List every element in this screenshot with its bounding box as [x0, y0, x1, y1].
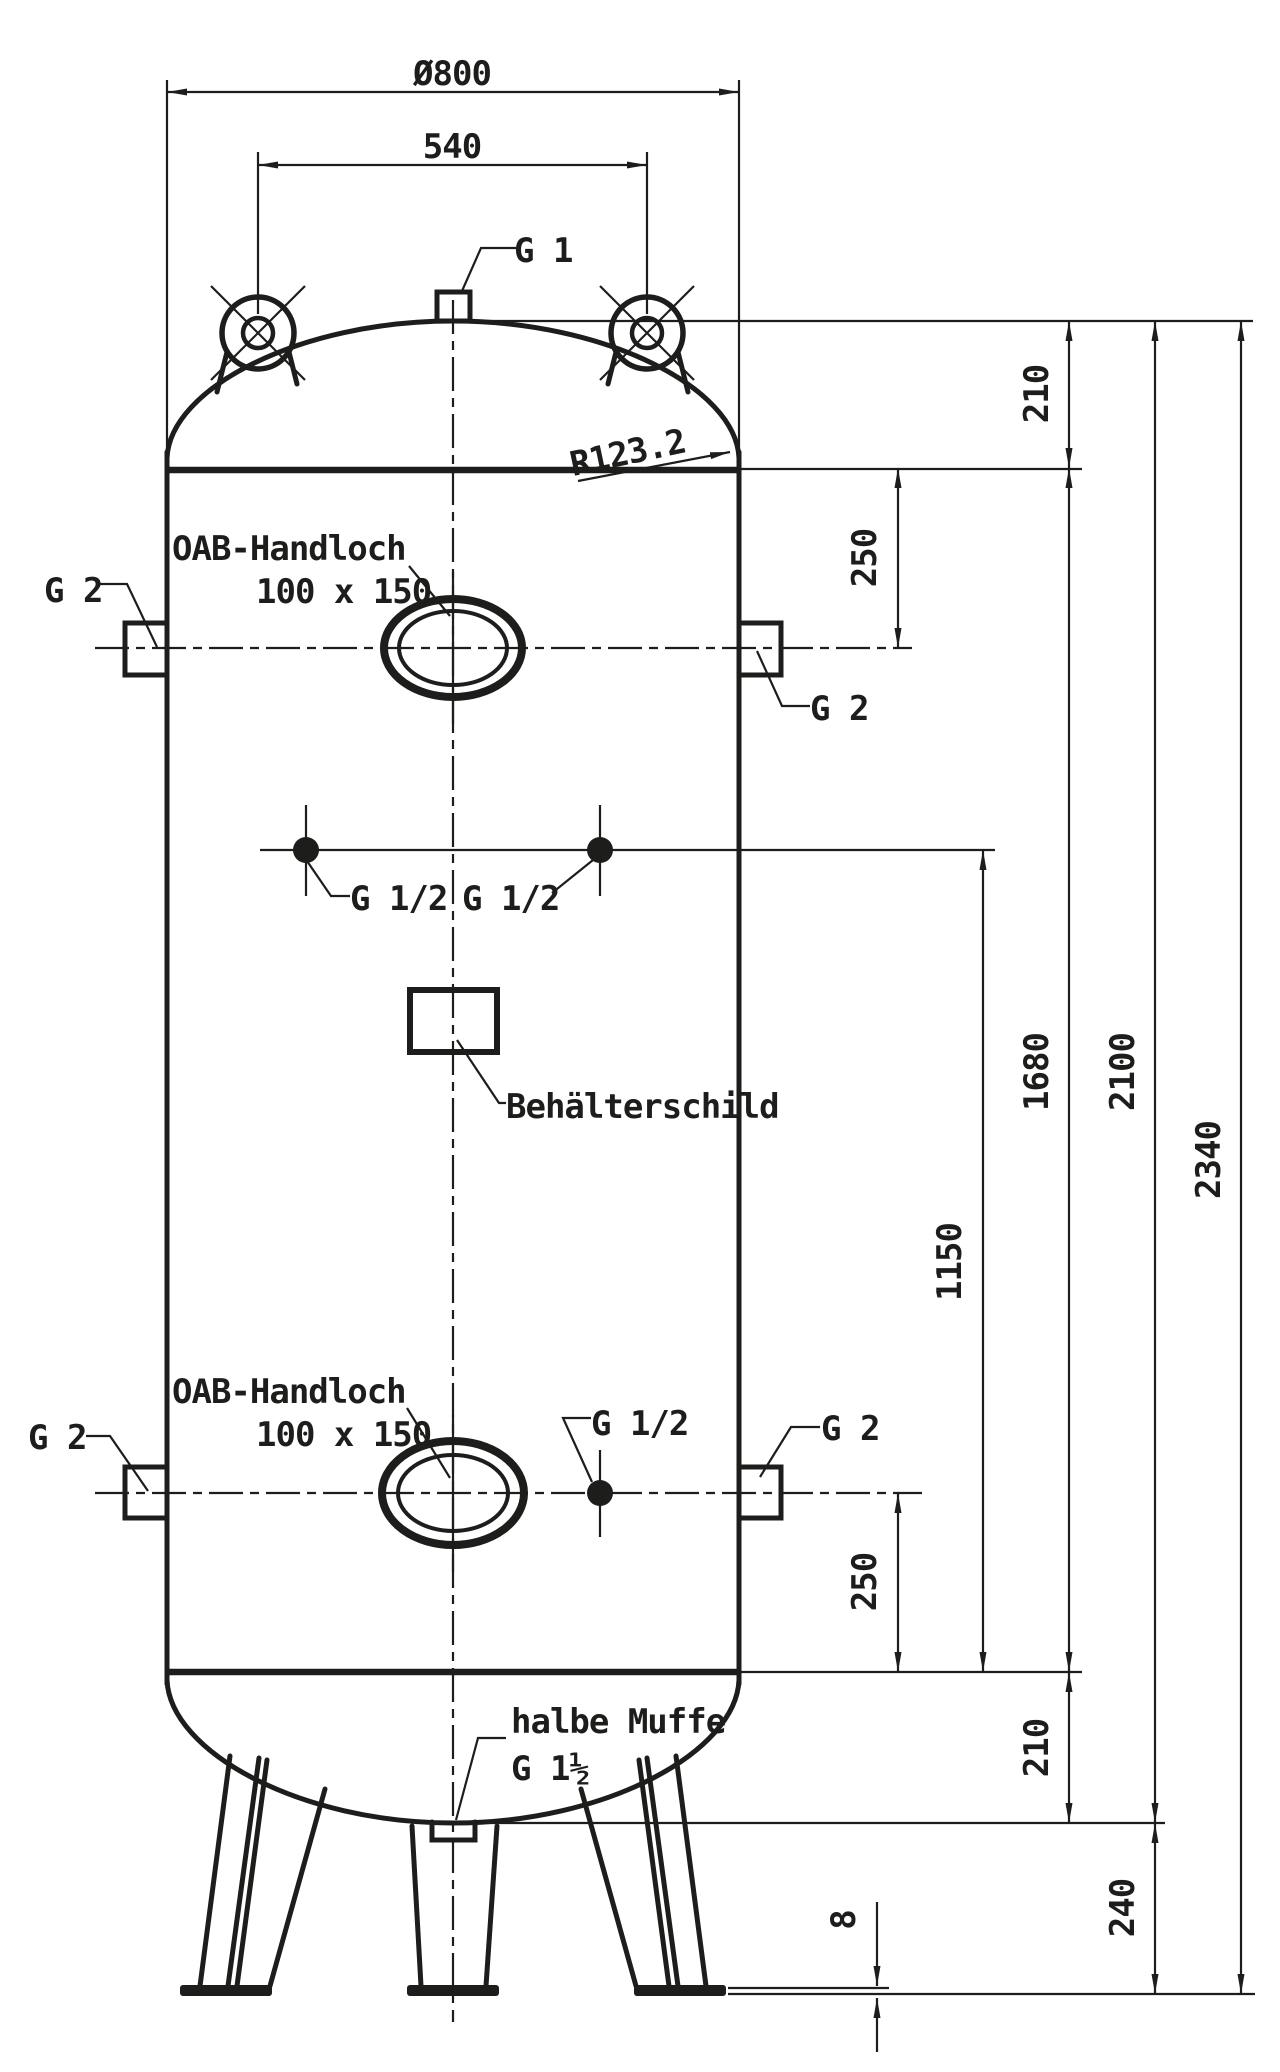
leg-edge — [483, 1823, 500, 1989]
side-nozzle-g2-upper-right — [736, 620, 784, 678]
small-nozzle-g12-upper-right — [587, 805, 613, 896]
dim-text-2100: 2100 — [1103, 1033, 1143, 1111]
leg-left — [180, 1753, 328, 1996]
leader-g12-upper-right — [551, 855, 599, 894]
leader-upper-handhole — [408, 565, 451, 617]
leg-edge — [225, 1755, 262, 1989]
dim-text-head-radius: R123.2 — [566, 422, 689, 485]
dim-text-210-top: 210 — [1017, 365, 1057, 423]
leader-lower-handhole — [406, 1407, 451, 1479]
label-lower-handhole-2: 100 x 150 — [256, 1415, 431, 1455]
leg-edge — [578, 1786, 639, 1989]
lug-cross-diagonal-2 — [599, 285, 695, 381]
dim-text-240: 240 — [1103, 1879, 1143, 1937]
dim-text-1680: 1680 — [1017, 1033, 1057, 1111]
leg-edge — [409, 1823, 424, 1989]
lug-bracket-right — [675, 349, 691, 395]
label-halbe-muffe-1: halbe Muffe — [511, 1702, 726, 1742]
lower-handhole — [378, 1415, 528, 1572]
lug-bracket-left — [214, 349, 230, 395]
dimension-lines — [167, 88, 1245, 2052]
dim-text-diameter: Ø800 — [412, 54, 491, 94]
dim-text-8: 8 — [824, 1910, 864, 1929]
label-lower-handhole-1: OAB-Handloch — [172, 1372, 406, 1412]
leg-edge — [644, 1755, 681, 1989]
dim-text-250-top: 250 — [845, 529, 885, 587]
leg-center — [407, 1823, 500, 1996]
side-nozzle-g2-lower-right — [736, 1464, 784, 1521]
leader-g2-lower-right — [759, 1425, 820, 1478]
label-g2-lower-left: G 2 — [28, 1418, 86, 1458]
leg-edge — [234, 1757, 270, 1989]
leader-g12-upper-left — [306, 860, 350, 898]
lug-hole — [240, 315, 276, 351]
foot-plate — [634, 1985, 726, 1996]
dim-text-1150: 1150 — [930, 1223, 970, 1301]
leg-right — [578, 1753, 726, 1996]
dimension-texts: Ø800 540 210 250 1680 1150 2100 2340 250… — [412, 54, 1229, 1937]
label-g2-upper-left: G 2 — [44, 571, 102, 611]
dim-text-210-bottom: 210 — [1017, 1719, 1057, 1777]
side-nozzle-g2-lower-left — [122, 1464, 170, 1521]
foot-plate — [180, 1985, 272, 1996]
leader-g1 — [460, 246, 516, 292]
label-g1: G 1 — [514, 231, 572, 271]
small-nozzle-g12-upper-left — [293, 805, 319, 896]
label-texts: G 1 OAB-Handloch 100 x 150 G 2 G 2 G 1/2… — [28, 231, 880, 1789]
leader-nameplate — [456, 1039, 506, 1105]
label-g2-upper-right: G 2 — [810, 689, 868, 729]
lug-cross-diagonal-2 — [210, 285, 306, 381]
leg-edge — [267, 1786, 328, 1989]
label-upper-handhole-2: 100 x 150 — [256, 572, 431, 612]
leader-g2-upper-right — [755, 650, 810, 708]
lifting-lug-right — [599, 285, 695, 395]
dim-text-2340: 2340 — [1189, 1121, 1229, 1199]
label-g2-lower-right: G 2 — [821, 1409, 879, 1449]
leg-edge — [636, 1757, 672, 1989]
leg-edge — [673, 1753, 709, 1989]
label-halbe-muffe-2: G 1½ — [511, 1749, 589, 1789]
label-g12-upper-right: G 1/2 — [462, 879, 559, 919]
small-nozzle-g12-lower — [587, 1450, 613, 1537]
leader-lines — [86, 246, 820, 1821]
label-nameplate: Behälterschild — [506, 1087, 779, 1127]
lug-bracket-left — [605, 349, 619, 387]
nameplate-rect — [407, 987, 500, 1055]
label-upper-handhole-1: OAB-Handloch — [172, 529, 406, 569]
lug-hole — [629, 315, 665, 351]
upper-handhole — [380, 572, 526, 724]
foot-plate — [407, 1985, 499, 1996]
bottom-socket-halbe-muffe — [429, 1819, 478, 1843]
extension-lines — [165, 80, 1255, 1996]
leg-edge — [197, 1753, 233, 1989]
radius-leader-line — [577, 450, 731, 483]
label-g12-lower: G 1/2 — [591, 1404, 688, 1444]
leader-g2-lower-left — [86, 1434, 149, 1492]
leader-halbe-muffe — [454, 1736, 506, 1821]
label-g12-upper-left: G 1/2 — [350, 879, 447, 919]
lug-bracket-right — [286, 349, 300, 387]
dim-text-250-bottom: 250 — [845, 1553, 885, 1611]
top-nozzle-g1 — [434, 289, 473, 324]
dim-text-lug-spacing: 540 — [423, 127, 481, 167]
leader-g12-lower — [561, 1416, 594, 1483]
leader-g2-upper-left — [100, 582, 158, 648]
